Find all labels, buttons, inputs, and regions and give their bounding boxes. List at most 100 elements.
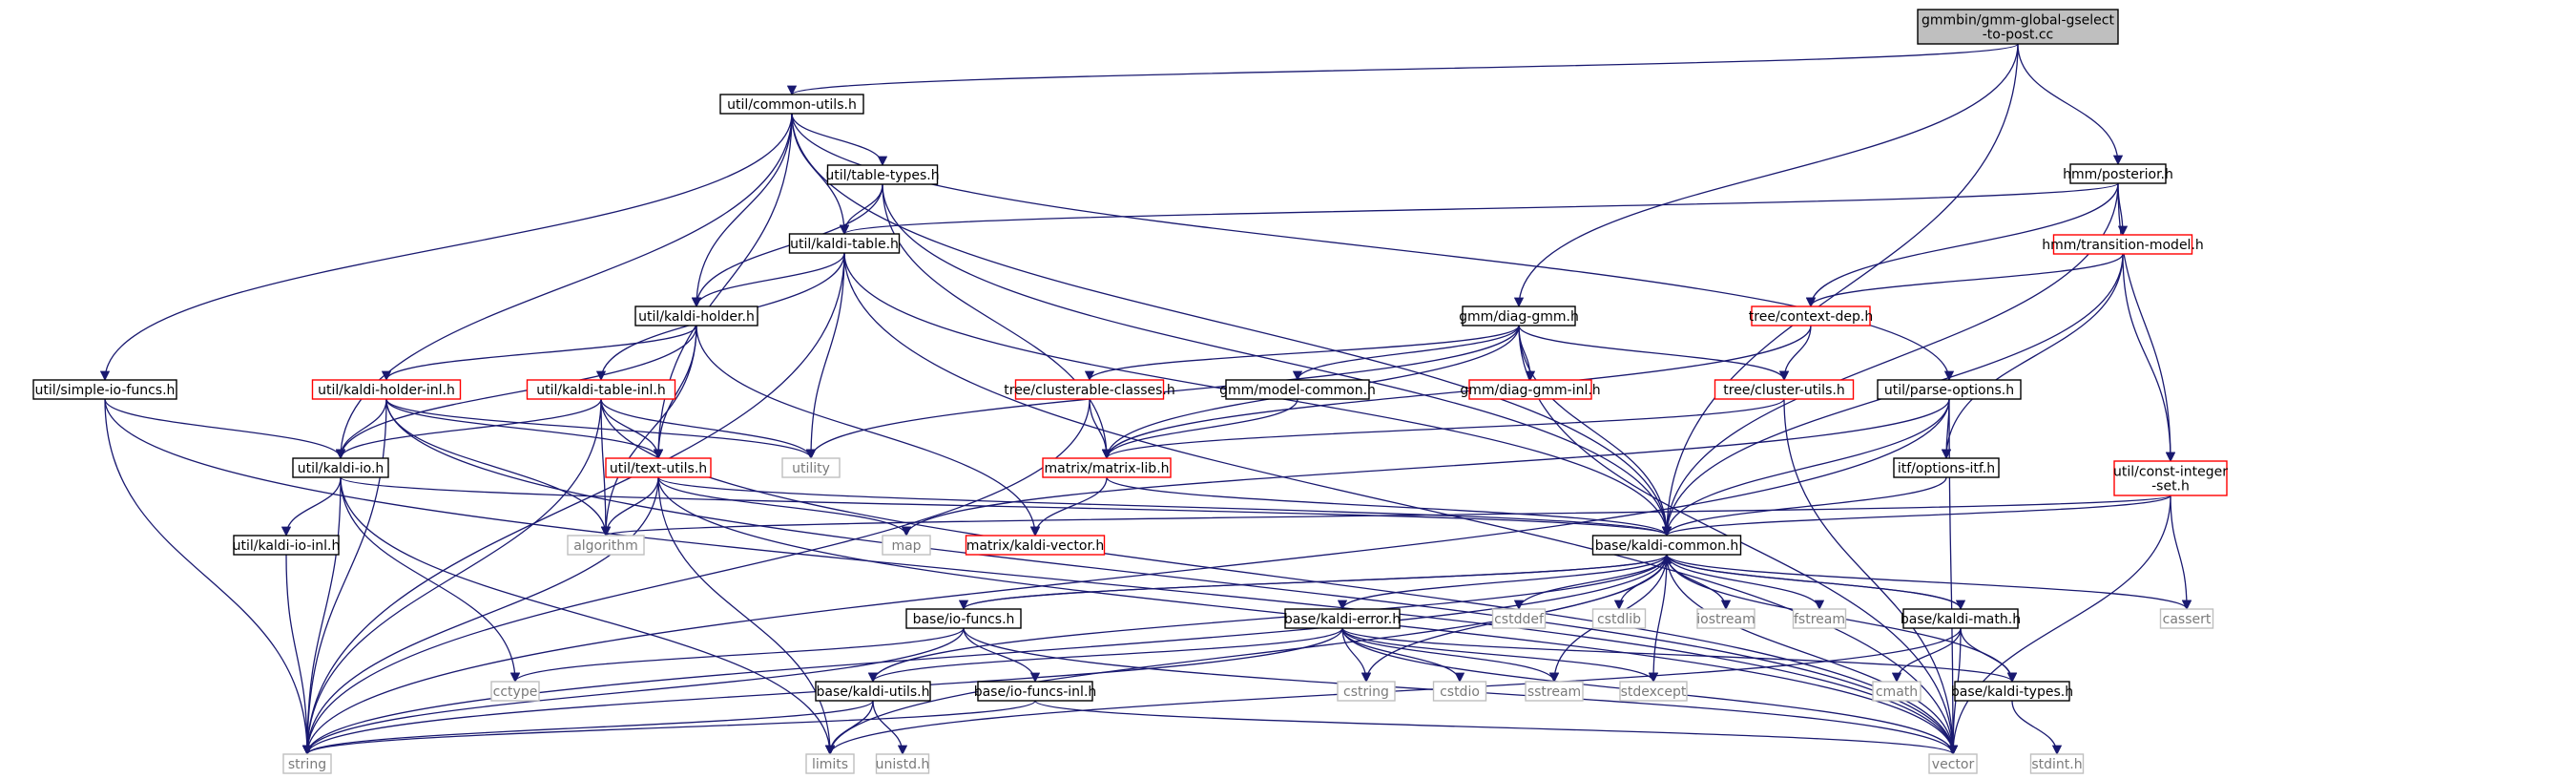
node-kaldi-common[interactable]: base/kaldi-common.h <box>1591 535 1742 556</box>
node-cluster-utils[interactable]: tree/cluster-utils.h <box>1714 379 1855 400</box>
node-table-inl[interactable]: util/kaldi-table-inl.h <box>526 379 676 400</box>
node-cstdlib[interactable]: cstdlib <box>1591 608 1647 629</box>
node-sstream[interactable]: sstream <box>1525 681 1584 702</box>
edge-root-to-diag_gmm <box>1513 43 2019 308</box>
node-io-inl[interactable]: util/kaldi-io-inl.h <box>233 535 341 556</box>
edge-io_inl-to-string <box>285 554 313 756</box>
node-cstring[interactable]: cstring <box>1337 681 1396 702</box>
node-limits[interactable]: limits <box>805 753 855 774</box>
edge-kaldi_error-to-kaldi_types <box>1341 627 2017 684</box>
node-fstream[interactable]: fstream <box>1792 608 1847 629</box>
edge-line <box>1648 554 1668 684</box>
node-matrix-lib[interactable]: matrix/matrix-lib.h <box>1042 457 1172 478</box>
edge-common_utils-to-kaldi_io <box>335 113 793 460</box>
edge-line <box>301 252 845 756</box>
node-simple-io[interactable]: util/simple-io-funcs.h <box>32 379 177 400</box>
edge-holder_inl-to-text_utils <box>385 398 664 460</box>
node-unistd[interactable]: unistd.h <box>876 753 930 774</box>
node-box <box>2052 234 2193 255</box>
node-stdint[interactable]: stdint.h <box>2029 753 2085 774</box>
node-box <box>905 608 1022 629</box>
edge-kaldi_holder-to-algorithm <box>600 325 697 537</box>
node-box <box>781 457 841 478</box>
edge-io_funcs-to-io_funcs_inl <box>963 627 1041 684</box>
node-posterior[interactable]: hmm/posterior.h <box>2063 163 2173 184</box>
node-label: util/kaldi-table.h <box>790 237 899 252</box>
edge-kaldi_io-to-limits <box>340 476 836 756</box>
edge-kaldi_math-to-kaldi_types <box>1960 627 2018 684</box>
node-map[interactable]: map <box>882 535 931 556</box>
node-cstdio[interactable]: cstdio <box>1432 681 1487 702</box>
node-io-funcs[interactable]: base/io-funcs.h <box>905 608 1022 629</box>
edge-line <box>600 476 659 537</box>
edge-posterior-to-const_integer <box>2117 182 2176 463</box>
node-utility[interactable]: utility <box>781 457 841 478</box>
node-diag-gmm-inl[interactable]: gmm/diag-gmm-inl.h <box>1460 379 1601 400</box>
node-table-types[interactable]: util/table-types.h <box>825 164 940 185</box>
node-holder-inl[interactable]: util/kaldi-holder-inl.h <box>311 379 462 400</box>
edge-line <box>1661 476 1947 537</box>
node-stdexcept[interactable]: stdexcept <box>1619 681 1688 702</box>
edge-line <box>1341 627 2017 684</box>
edge-kaldi_error-to-cstring <box>1341 627 1372 684</box>
edge-kaldi_common-to-string <box>301 554 1668 756</box>
node-common-utils[interactable]: util/common-utils.h <box>719 94 864 115</box>
edge-line <box>840 182 2119 236</box>
node-kaldi-types[interactable]: base/kaldi-types.h <box>1951 681 2073 702</box>
node-kaldi-io[interactable]: util/kaldi-io.h <box>292 457 389 478</box>
node-iostream[interactable]: iostream <box>1696 608 1755 629</box>
node-io-funcs-inl[interactable]: base/io-funcs-inl.h <box>974 681 1097 702</box>
node-diag-gmm[interactable]: gmm/diag-gmm.h <box>1459 305 1579 326</box>
edge-line <box>340 476 521 684</box>
node-kaldi-holder[interactable]: util/kaldi-holder.h <box>634 305 758 326</box>
node-cassert[interactable]: cassert <box>2159 608 2214 629</box>
edge-line <box>385 398 817 460</box>
node-cctype[interactable]: cctype <box>490 681 540 702</box>
edge-root-to-posterior <box>2017 43 2124 166</box>
node-model-common[interactable]: gmm/model-common.h <box>1219 379 1376 400</box>
node-string[interactable]: string <box>282 753 332 774</box>
edge-diag_gmm-to-clusterable <box>1084 325 1520 382</box>
node-cstddef[interactable]: cstddef <box>1491 608 1547 629</box>
node-box <box>1928 753 1978 774</box>
node-box <box>634 305 758 326</box>
node-label: util/common-utils.h <box>727 97 857 113</box>
edge-kaldi_common-to-limits <box>824 554 1668 756</box>
node-cmath[interactable]: cmath <box>1872 681 1922 702</box>
edge-cluster_utils-to-vector <box>1783 398 1959 756</box>
edge-text_utils-to-algorithm <box>600 476 659 537</box>
edge-line <box>843 252 1959 756</box>
edge-text_utils-to-string <box>301 476 659 756</box>
edge-line <box>301 398 387 756</box>
edge-kaldi_io-to-io_inl <box>280 476 342 537</box>
node-label: cstdlib <box>1597 612 1641 627</box>
node-box <box>1042 457 1172 478</box>
edge-line <box>1947 495 2171 756</box>
node-label: tree/cluster-utils.h <box>1723 383 1844 398</box>
edge-table_inl-to-text_utils <box>600 398 664 460</box>
edge-line <box>1292 325 1520 382</box>
edge-kaldi_common-to-stdexcept <box>1648 554 1668 684</box>
node-root[interactable]: gmmbin/gmm-global-gselect-to-post.cc <box>1917 9 2119 45</box>
node-transition-model[interactable]: hmm/transition-model.h <box>2042 234 2204 255</box>
edge-table_types-to-matrix_lib <box>882 183 1112 460</box>
node-kaldi-error[interactable]: base/kaldi-error.h <box>1284 608 1401 629</box>
node-label: fstream <box>1794 612 1845 627</box>
node-const-integer[interactable]: util/const-integer-set.h <box>2113 460 2228 496</box>
node-kaldi-utils[interactable]: base/kaldi-utils.h <box>815 681 931 702</box>
node-algorithm[interactable]: algorithm <box>567 535 645 556</box>
node-context-dep[interactable]: tree/context-dep.h <box>1749 305 1873 326</box>
node-box <box>282 753 332 774</box>
edge-diag_gmm-to-model_common <box>1292 325 1520 382</box>
node-text-utils[interactable]: util/text-utils.h <box>605 457 712 478</box>
edge-diag_gmm-to-utility <box>805 325 1520 460</box>
node-clusterable[interactable]: tree/clusterable-classes.h <box>1004 379 1175 400</box>
edge-line <box>1084 325 1520 382</box>
node-kaldi-vector[interactable]: matrix/kaldi-vector.h <box>965 535 1106 556</box>
node-parse-options[interactable]: util/parse-options.h <box>1877 379 2022 400</box>
node-options-itf[interactable]: itf/options-itf.h <box>1893 457 2000 478</box>
node-vector[interactable]: vector <box>1928 753 1978 774</box>
node-kaldi-table[interactable]: util/kaldi-table.h <box>788 233 901 254</box>
edge-line <box>1805 182 2119 308</box>
node-kaldi-math[interactable]: base/kaldi-math.h <box>1901 608 2021 629</box>
